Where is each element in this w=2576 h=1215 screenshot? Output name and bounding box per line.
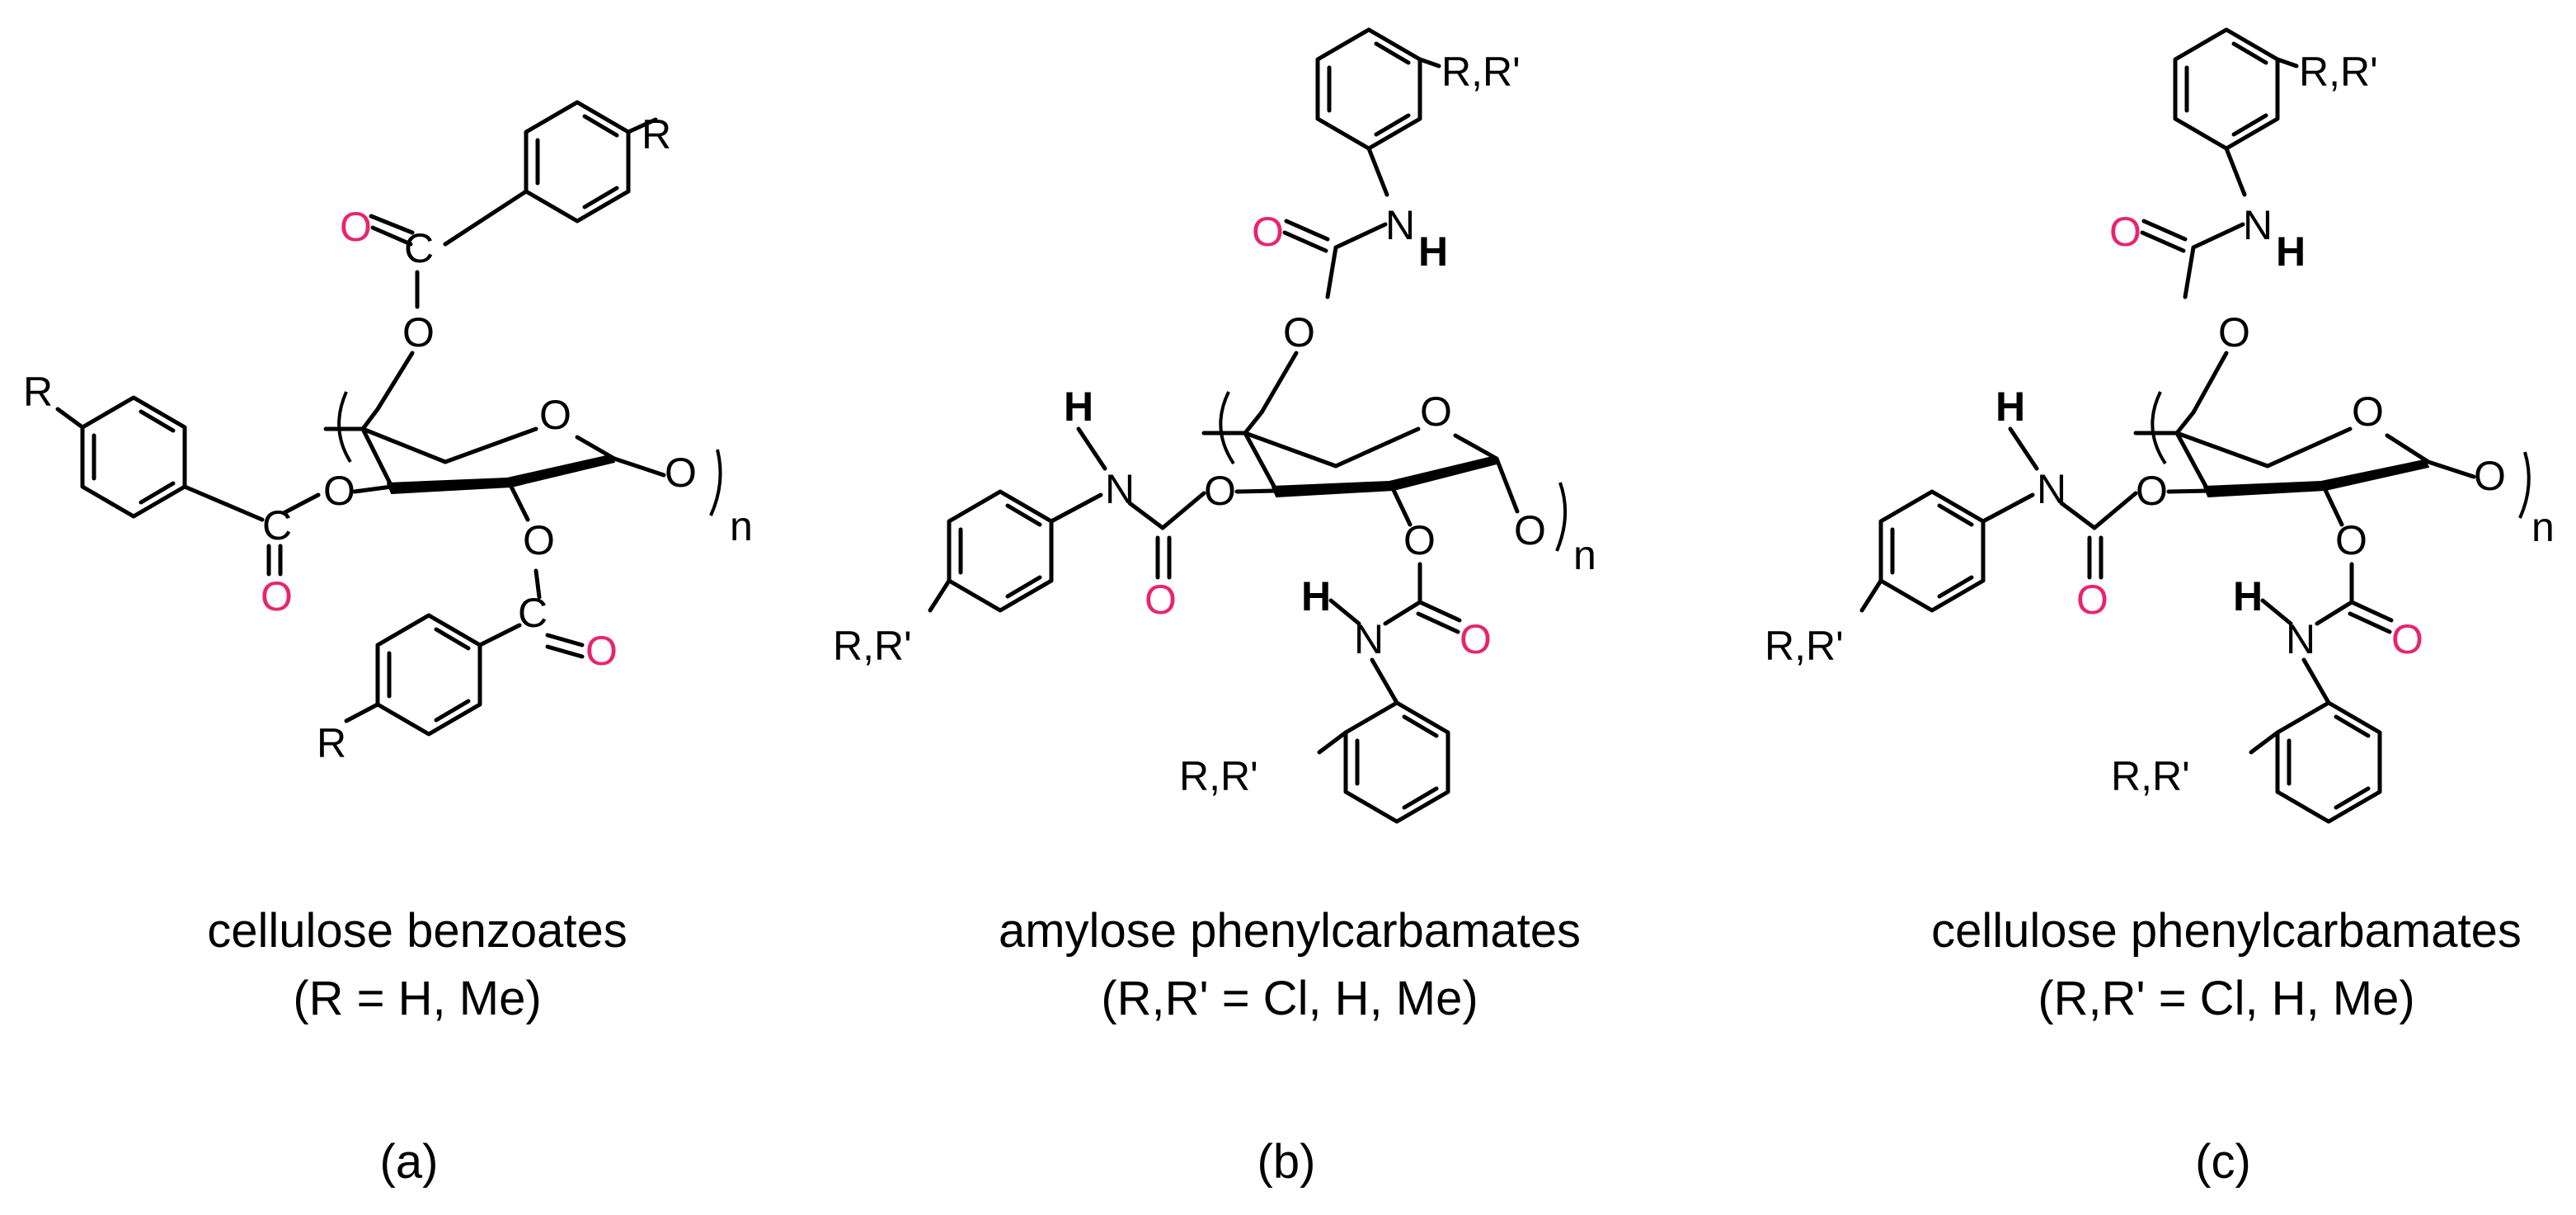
atom-c-a2: C <box>262 502 292 549</box>
atom-n-c-bottom: N <box>2286 616 2315 662</box>
atom-o-glyc-a: O <box>665 450 697 496</box>
atom-rr-c-bottom: R,R' <box>2111 753 2190 799</box>
atom-h-b-bottom: H <box>1301 573 1331 619</box>
caption-b-line2: (R,R' = Cl, H, Me) <box>1101 972 1478 1025</box>
atom-o-glyc-b: O <box>1514 507 1546 553</box>
atom-o-carbonyl-a1: O <box>340 204 372 250</box>
panel-tag-a: (a) <box>380 1135 439 1189</box>
atom-o-glyc-c: O <box>2474 453 2506 499</box>
atom-c-a3: C <box>518 590 548 636</box>
atom-h-c-bottom: H <box>2233 573 2263 619</box>
atom-o-carbonyl-a3: O <box>585 628 618 674</box>
atom-o-carbonyl-c2: O <box>2076 577 2108 623</box>
atom-o-ring-c: O <box>2352 389 2384 435</box>
structure-amylose-phenylcarbamates: R,R' N H O O O O n O O O N <box>833 30 1596 1189</box>
atom-o-ester-b1: O <box>1283 309 1315 356</box>
panel-tag-c: (c) <box>2195 1135 2251 1189</box>
atom-n-c: n <box>2531 504 2555 550</box>
atom-rr-c-left: R,R' <box>1765 623 1844 669</box>
atom-o-ester-c1: O <box>2218 309 2250 356</box>
atom-o-carbonyl-a2: O <box>261 573 293 619</box>
atom-o-ester-a3: O <box>523 517 555 563</box>
atom-n-c-left: N <box>2037 466 2066 512</box>
caption-c-line1: cellulose phenylcarbamates <box>1931 904 2522 958</box>
atom-n-c-top: N <box>2243 202 2273 248</box>
atom-r-bottom: R <box>317 720 346 766</box>
atom-h-c-left: H <box>1995 384 2025 430</box>
atom-o-ester-a2: O <box>323 468 355 514</box>
atom-o-ring-a: O <box>539 392 571 438</box>
atom-c-a1: C <box>404 225 434 271</box>
atom-rr-c-top: R,R' <box>2299 49 2378 95</box>
atom-o-carbonyl-b3: O <box>1460 616 1492 662</box>
atom-rr-b-top: R,R' <box>1441 49 1521 95</box>
atom-o-ring-b: O <box>1420 389 1452 435</box>
atom-o-ester-b3: O <box>1403 517 1436 563</box>
caption-b-line1: amylose phenylcarbamates <box>999 904 1581 958</box>
structure-cellulose-benzoates: R O C O O O n O O R C O <box>23 102 753 1189</box>
atom-h-c-top: H <box>2276 228 2306 275</box>
structure-cellulose-phenylcarbamates: R,R' N H O O O O n O O O N <box>1765 30 2555 1189</box>
atom-n-b-left: N <box>1105 466 1135 512</box>
atom-n-b-bottom: N <box>1354 616 1384 662</box>
atom-n-b: n <box>1573 532 1596 578</box>
atom-n-b-top: N <box>1385 202 1415 248</box>
atom-o-carbonyl-b2: O <box>1145 577 1177 623</box>
caption-a-line2: (R = H, Me) <box>293 972 541 1025</box>
caption-a-line1: cellulose benzoates <box>207 904 627 958</box>
atom-n-a: n <box>730 503 753 549</box>
atom-o-carbonyl-c3: O <box>2391 616 2423 662</box>
atom-o-carbonyl-b1: O <box>1252 209 1284 255</box>
atom-r-top: R <box>642 111 671 158</box>
atom-o-ester-b2: O <box>1204 468 1236 514</box>
atom-h-b-left: H <box>1064 384 1093 430</box>
caption-c-line2: (R,R' = Cl, H, Me) <box>2038 972 2414 1025</box>
atom-rr-b-left: R,R' <box>833 623 912 669</box>
atom-o-ester-c2: O <box>2136 468 2168 514</box>
atom-h-b-top: H <box>1418 228 1448 275</box>
panel-tag-b: (b) <box>1257 1135 1316 1189</box>
atom-rr-b-bottom: R,R' <box>1179 753 1258 799</box>
atom-o-ester-c3: O <box>2335 517 2367 563</box>
atom-o-ester-a1: O <box>402 309 435 356</box>
atom-o-carbonyl-c1: O <box>2109 209 2141 255</box>
atom-r-left: R <box>23 369 53 415</box>
